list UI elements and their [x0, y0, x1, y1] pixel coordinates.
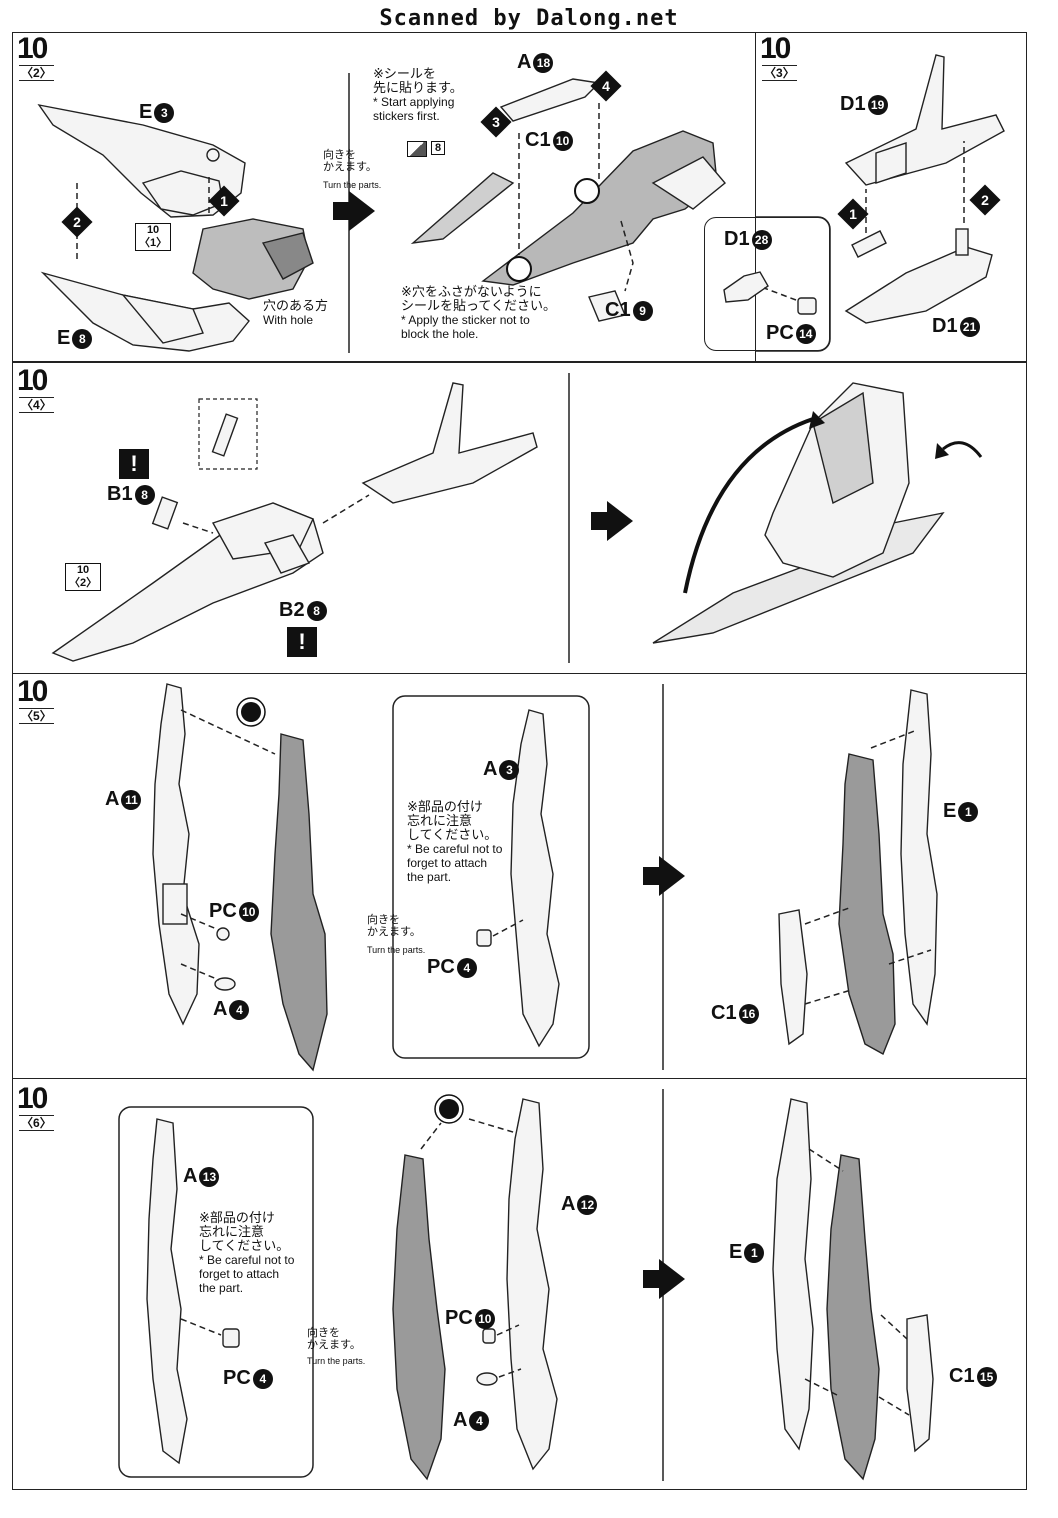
order-marker-1: 1	[208, 185, 240, 217]
step-sub-number: 〈6〉	[19, 1115, 54, 1131]
step-number: 10	[17, 32, 48, 65]
step-number: 10	[760, 32, 791, 65]
ref-step-10-2: 10〈2〉	[65, 563, 102, 591]
part-wing-top	[361, 382, 538, 504]
order-marker-3: 3	[480, 106, 512, 138]
order-marker-1: 1	[837, 198, 869, 230]
part-c16-shape	[778, 909, 808, 1046]
turn-parts-note: 向きを かえます。	[323, 149, 377, 173]
part-d21-shape	[844, 246, 993, 324]
order-marker-2: 2	[969, 184, 1001, 216]
step-number: 10	[17, 675, 48, 708]
part-c15-shape	[906, 1314, 934, 1453]
step-sub-number: 〈4〉	[19, 397, 54, 413]
warning-icon: !	[119, 449, 149, 479]
flow-arrow	[643, 1259, 685, 1299]
part-c19-shape	[588, 290, 626, 322]
step-sub-number: 〈5〉	[19, 708, 54, 724]
panel1-drawing	[37, 73, 726, 353]
step-number: 10	[17, 364, 48, 397]
block-hole-note: ※穴をふさがないように シールを貼ってください。 * Apply the sti…	[401, 284, 556, 342]
part-d19-shape	[844, 54, 1005, 186]
panel3-drawing	[51, 373, 983, 663]
sticker-number: 8	[431, 141, 446, 155]
ref-step-10-1: 10〈1〉	[135, 223, 172, 251]
panel5-drawing	[118, 1089, 934, 1481]
flow-arrow	[333, 191, 375, 231]
warning-icon: !	[287, 627, 317, 657]
flow-arrow	[591, 501, 633, 541]
turn-parts-note: 向きを かえます。	[367, 914, 421, 938]
part-a11-shape	[152, 683, 200, 1026]
part-a3-shape	[510, 709, 560, 1048]
flow-arrow	[643, 856, 685, 896]
part-e1-shape	[772, 1098, 814, 1451]
part-b18-shape	[151, 496, 179, 530]
turn-parts-note-en: Turn the parts.	[323, 180, 382, 190]
turn-parts-note: 向きを かえます。	[307, 1327, 361, 1351]
part-e1-shape	[900, 689, 938, 1026]
part-a13-shape	[146, 1118, 188, 1465]
sticker-icon	[407, 141, 427, 157]
careful-note: ※部品の付け 忘れに注意 してください。 * Be careful not to…	[199, 1210, 295, 1296]
sticker-first-note: ※シールを 先に貼ります。 * Start applying stickers …	[373, 66, 463, 124]
inset-d128	[704, 217, 830, 351]
order-marker-4: 4	[590, 70, 622, 102]
panel2-drawing	[756, 54, 1005, 352]
step-number: 10	[17, 1082, 48, 1115]
step-sub-number: 〈3〉	[762, 65, 797, 81]
part-dark-panel	[270, 733, 328, 1072]
part-dark-panel	[392, 1154, 446, 1481]
part-a18-shape	[499, 78, 601, 122]
turn-parts-note-en: Turn the parts.	[367, 945, 426, 955]
careful-note: ※部品の付け 忘れに注意 してください。 * Be careful not to…	[407, 799, 503, 885]
turn-parts-note-en: Turn the parts.	[307, 1356, 366, 1366]
order-marker-2: 2	[61, 206, 93, 238]
step-sub-number: 〈2〉	[19, 65, 54, 81]
panel4-drawing	[152, 683, 938, 1072]
part-a12-shape	[506, 1098, 558, 1471]
scan-header: Scanned by Dalong.net	[379, 6, 679, 31]
